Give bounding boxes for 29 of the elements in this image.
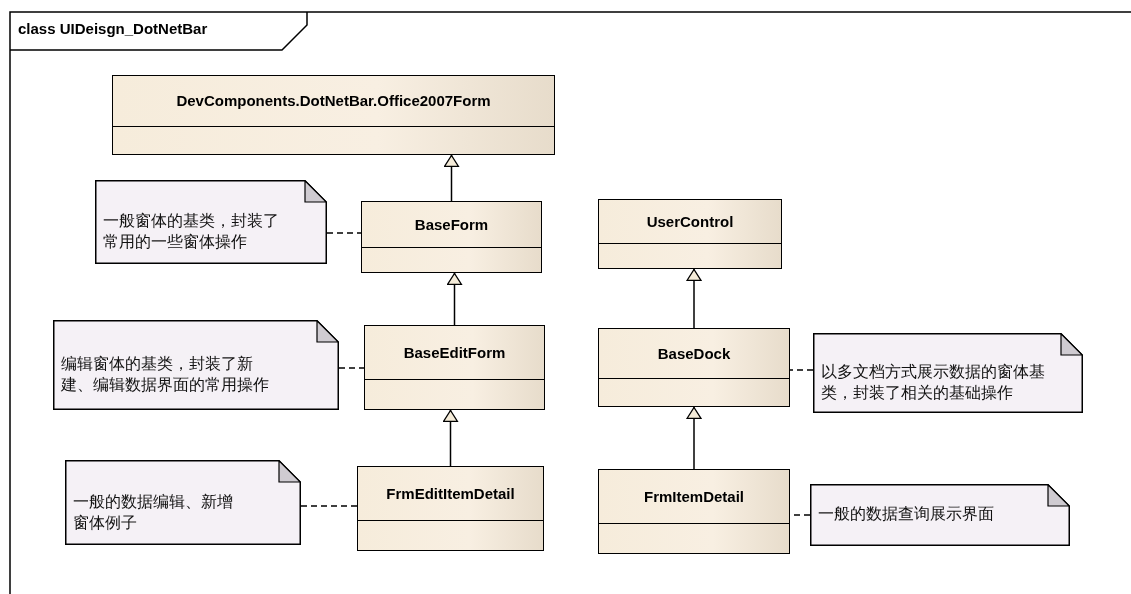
class-box: [364, 325, 545, 410]
note-link: [789, 369, 814, 371]
generalization-arrow: [442, 409, 459, 467]
note-link: [300, 505, 358, 507]
note-text: 一般的数据编辑、新增窗体例子: [73, 491, 234, 533]
frame-title: class UIDeisgn_DotNetBar: [18, 20, 208, 37]
class-name: FrmItemDetail: [643, 487, 745, 505]
generalization-arrow: [443, 154, 460, 202]
class-name: FrmEditItemDetail: [385, 484, 516, 502]
class-name: BaseDock: [656, 344, 732, 362]
generalization-arrow: [686, 268, 702, 329]
note-link: [338, 367, 365, 369]
class-box: [361, 201, 542, 273]
class-box: [598, 199, 782, 269]
class-box: [112, 75, 555, 155]
note-text: 以多文档方式展示数据的窗体基类，封装了相关的基础操作: [821, 362, 1046, 403]
note-text: 一般的数据查询展示界面: [818, 504, 995, 524]
class-box: [598, 469, 790, 554]
generalization-arrow: [446, 272, 463, 326]
class-name: BaseEditForm: [402, 343, 507, 361]
generalization-arrow: [686, 406, 702, 470]
class-name: DevComponents.DotNetBar.Office2007Form: [175, 92, 492, 109]
class-box: [357, 466, 544, 551]
note-text: 一般窗体的基类，封装了常用的一些窗体操作: [103, 211, 280, 252]
class-box: [598, 328, 790, 407]
class-name: BaseForm: [413, 215, 490, 233]
note-link: [326, 232, 362, 234]
note-text: 编辑窗体的基类，封装了新建、编辑数据界面的常用操作: [61, 354, 270, 395]
class-name: UserControl: [645, 212, 735, 230]
